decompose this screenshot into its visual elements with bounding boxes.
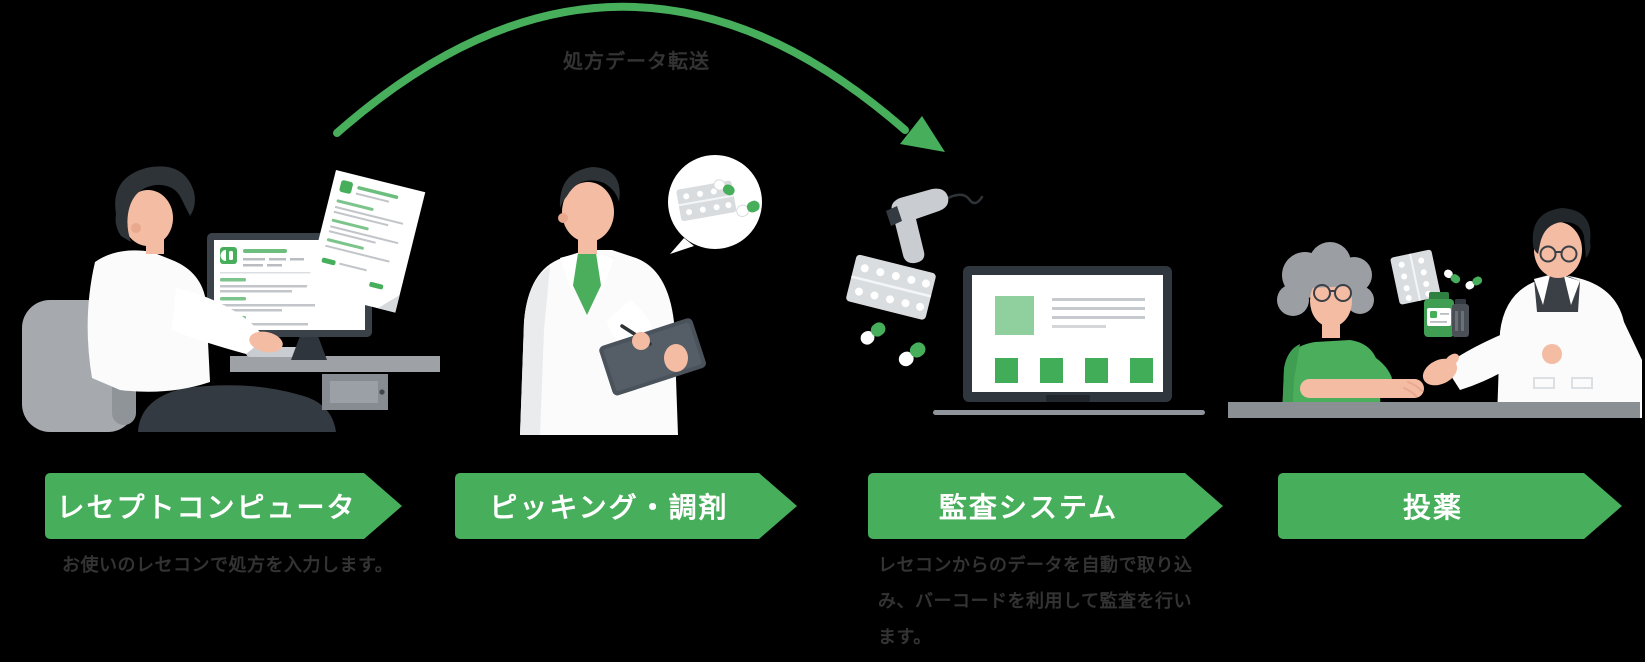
data-transfer-arrow <box>333 2 945 152</box>
step-label: ピッキング・調剤 <box>489 492 729 523</box>
counter <box>1228 402 1640 418</box>
step-label: 投薬 <box>1402 492 1463 523</box>
small-bottle-icon <box>1452 299 1469 337</box>
pharmacist-person <box>520 167 706 435</box>
dispensing-pharmacist-person <box>1422 208 1642 418</box>
capsule-icon <box>898 342 926 367</box>
capsule-icon <box>1465 276 1483 290</box>
audit-system-illustration <box>846 188 1205 415</box>
recept-computer-caption: お使いのレセコンで処方を入力します。 <box>62 555 394 575</box>
dispensing-illustration <box>1228 208 1642 418</box>
capsule-icon <box>1443 269 1461 284</box>
barcode-scanner-icon <box>886 188 984 264</box>
audit-system-caption: レセコンからのデータを自動で取り込 み、バーコードを利用して監査を行い ます。 <box>878 555 1193 647</box>
operator-person <box>87 166 283 392</box>
step-banner-audit-system: 監査システム <box>868 473 1223 539</box>
clipboard-icon <box>599 318 706 396</box>
capsule-icon <box>736 200 760 218</box>
pill-blister-icon <box>846 254 936 320</box>
step-label: レセプトコンピュータ <box>56 492 357 523</box>
picking-illustration <box>520 155 762 435</box>
laptop-icon <box>933 266 1205 415</box>
capsule-icon <box>713 179 735 196</box>
step-banner-recept-computer: レセプトコンピュータ <box>45 473 402 539</box>
prescription-paper-icon <box>306 170 426 313</box>
pill-blister-icon <box>1390 249 1441 305</box>
step-banner-picking: ピッキング・調剤 <box>455 473 797 539</box>
speech-bubble-icon <box>668 155 762 254</box>
step-banner-dispensing: 投薬 <box>1278 473 1622 539</box>
step-label: 監査システム <box>938 492 1119 523</box>
medicine-bottle-icon <box>1424 292 1454 337</box>
capsule-icon <box>860 322 886 345</box>
elderly-patient-person <box>1277 242 1424 418</box>
recept-computer-illustration <box>22 166 440 432</box>
data-transfer-label: 処方データ転送 <box>563 51 710 73</box>
